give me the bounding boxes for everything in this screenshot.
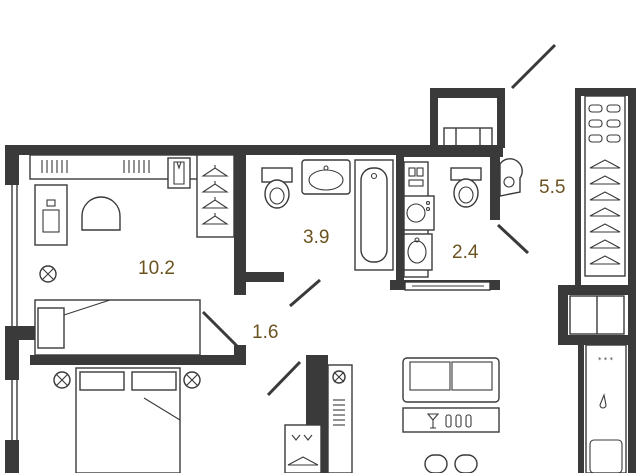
- right-outer-wall: [628, 88, 636, 473]
- bedside-lamp-cross: [41, 267, 55, 281]
- right-mid-wall-2: [558, 335, 636, 345]
- kitchen-counter: [585, 344, 627, 473]
- bedroom-door: [201, 310, 239, 348]
- bath-bottom-wall: [234, 272, 284, 282]
- walk-in-wardrobe: 5.5: [539, 95, 626, 277]
- bathroom-area: 3.9: [303, 227, 329, 248]
- toilet-area: 2.4: [452, 242, 479, 263]
- toilet-fixtures: 2.4: [403, 161, 491, 291]
- monitor: [42, 209, 60, 233]
- lamp-cross-left: [55, 373, 69, 387]
- sofa-cushion-left: [409, 361, 451, 391]
- kitchen: * * *: [585, 344, 627, 473]
- lamp: [46, 199, 56, 207]
- wardrobe-top: [575, 88, 635, 96]
- shirt-icons: [291, 434, 313, 441]
- pillow-left: [79, 371, 125, 391]
- left-wall-mid: [5, 326, 35, 340]
- kitchen-sink-icon: [589, 439, 623, 473]
- toilet-sink-icon: [403, 233, 433, 271]
- sofa: [402, 357, 500, 403]
- bedroom-bath-wall: [234, 145, 246, 295]
- right-column: [558, 285, 568, 345]
- balcony-door: [510, 43, 557, 90]
- hanger-icons: [201, 165, 229, 225]
- bath-sink-icon: [301, 159, 351, 195]
- top-wall-right: [399, 145, 503, 157]
- lower-wardrobe: [284, 364, 353, 473]
- lower-door: [266, 360, 302, 397]
- wardrobe-handles-mid: [123, 160, 150, 173]
- tap-icons: [408, 167, 424, 187]
- balcony-window: [443, 127, 493, 147]
- doors: [201, 43, 557, 397]
- wardrobe-handles-left: [41, 160, 68, 173]
- wardrobe-rack: [584, 95, 626, 277]
- toilet-door: [496, 223, 530, 255]
- living-area: [402, 357, 500, 473]
- bath-toilet-wall: [396, 145, 404, 280]
- shirt-icon-detail: [173, 161, 185, 185]
- bottle-icon-2: [455, 414, 462, 428]
- top-wall: [5, 145, 403, 155]
- lower-closet: [284, 424, 322, 473]
- hall-lamp-cross: [333, 371, 345, 383]
- bedroom-area: 10.2: [138, 258, 175, 279]
- toilet-bath-icon: [261, 167, 293, 209]
- bed-pillow: [37, 307, 65, 349]
- hall-closet-handles: [333, 399, 345, 426]
- hall-area: 1.6: [252, 322, 278, 343]
- balcony-left: [430, 88, 438, 148]
- kitchen-tap-icon: [599, 393, 607, 409]
- bath-door: [289, 278, 321, 308]
- bed-blanket-fold: [63, 299, 111, 316]
- lower-bedroom: [53, 367, 201, 473]
- dining-chair-right: [454, 454, 478, 473]
- lamp-cross-right: [185, 373, 199, 387]
- double-bed-blanket: [143, 397, 181, 421]
- hob-mark-1: * * *: [598, 356, 613, 364]
- dining-chair-left: [424, 454, 448, 473]
- bottle-icon-3: [465, 414, 472, 428]
- bathroom-fixtures: 3.9: [246, 157, 396, 272]
- kitchen-left-wall: [578, 345, 584, 473]
- desk-chair: [81, 196, 121, 231]
- walls: [5, 88, 636, 473]
- lower-hanger-icon: [287, 456, 319, 466]
- toilet-right-wall: [490, 145, 500, 220]
- left-wall-bottom: [5, 440, 19, 473]
- bathtub-icon: [354, 159, 394, 271]
- balcony-top: [430, 88, 505, 98]
- toilet-icon: [450, 167, 482, 208]
- desk: [34, 184, 68, 246]
- bedroom-bottom-wall: [30, 355, 245, 365]
- wardrobe-left-wall: [575, 88, 581, 288]
- boiler-dial: [503, 176, 515, 188]
- cocktail-icon: [426, 413, 440, 429]
- washing-machine-icon: [403, 195, 435, 231]
- left-wall-top: [5, 145, 19, 185]
- bedroom-furniture: [29, 154, 236, 356]
- balcony-right: [497, 88, 505, 148]
- pillow-right: [131, 371, 177, 391]
- wardrobe-area: 5.5: [539, 177, 565, 198]
- hall-jamb: [234, 345, 246, 365]
- right-mid-wall: [558, 285, 636, 295]
- bottle-icon-1: [445, 414, 452, 428]
- sofa-cushion-right: [451, 361, 493, 391]
- wardrobe-hanger-icons: [589, 159, 621, 265]
- shoe-icons: [588, 104, 621, 143]
- left-wall-mid2: [5, 340, 19, 380]
